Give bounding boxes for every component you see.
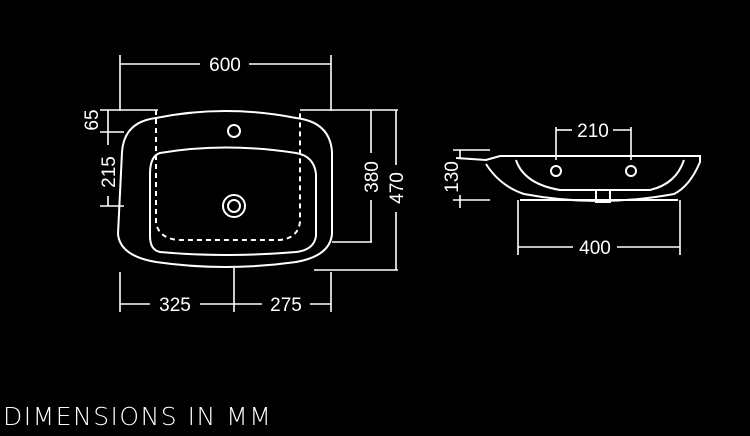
top-view [116, 110, 333, 268]
dim-overall-width: 600 [119, 55, 332, 111]
basin-side-profile [455, 155, 701, 202]
bowl-inner-outline [149, 146, 317, 256]
dim-tap-spacing: 210 [555, 121, 632, 160]
overflow-dashed-outline [155, 110, 301, 241]
dim-label-470: 470 [387, 172, 408, 204]
basin-outer-outline [116, 110, 333, 268]
dim-label-210: 210 [577, 121, 609, 142]
dim-label-325: 325 [159, 295, 191, 316]
dim-label-380: 380 [362, 161, 383, 193]
basin-side-inner [515, 159, 685, 191]
dim-label-130: 130 [442, 161, 463, 193]
drain-pipe [595, 189, 611, 203]
drain-inner [227, 199, 241, 213]
dim-label-600: 600 [209, 55, 241, 76]
drain-outer [222, 194, 246, 218]
side-tap-hole-left [550, 165, 562, 177]
dim-side-height: 130 [442, 149, 490, 208]
dim-right-vertical: 380 470 [300, 109, 408, 271]
dim-bottom-horizontal: 325 275 [119, 268, 332, 316]
dim-label-275: 275 [270, 295, 302, 316]
side-tap-hole-right [625, 165, 637, 177]
dim-label-400: 400 [579, 238, 611, 259]
dim-label-65: 65 [82, 109, 103, 130]
side-view [455, 155, 701, 203]
dim-label-215: 215 [99, 156, 120, 188]
dim-left-vertical: 65 215 [82, 109, 158, 207]
units-caption: DIMENSIONS IN MM [3, 402, 273, 431]
dim-pedestal-width: 400 [517, 200, 681, 259]
tap-hole [227, 124, 241, 138]
